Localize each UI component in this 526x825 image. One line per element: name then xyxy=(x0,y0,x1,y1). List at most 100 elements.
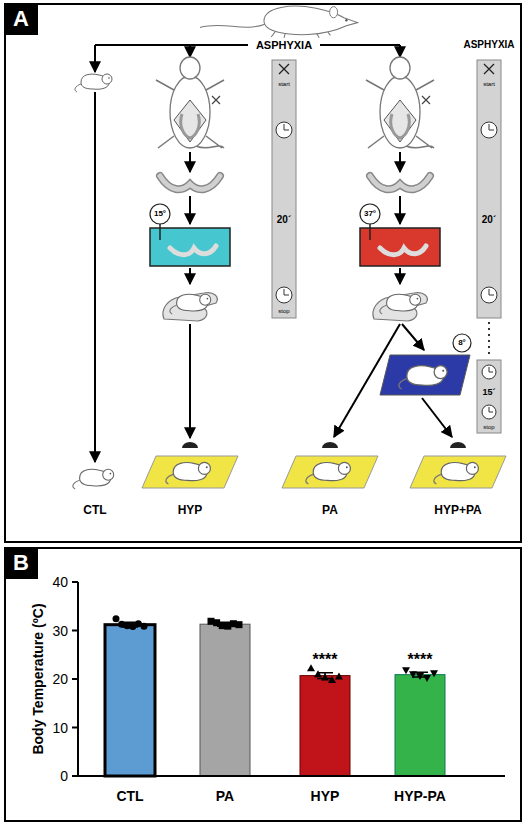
clock-icon xyxy=(482,405,496,419)
figure-label: HYP-PA xyxy=(394,789,446,803)
pup xyxy=(73,480,80,489)
scissors-icon xyxy=(484,64,494,74)
thermometer xyxy=(360,204,380,240)
pup xyxy=(399,379,407,389)
adult-rat xyxy=(264,6,358,35)
figure-label: 20´ xyxy=(482,215,496,225)
pup xyxy=(207,298,209,300)
thermometer xyxy=(159,223,161,240)
hand xyxy=(373,293,427,321)
flow-arrow xyxy=(422,398,452,437)
figure-label: 8° xyxy=(458,339,466,347)
pup xyxy=(434,366,447,379)
heating-pad xyxy=(410,456,506,488)
figure-label: **** xyxy=(408,652,433,668)
data-point xyxy=(113,615,120,622)
chart-axis xyxy=(72,582,505,776)
figure-label: start xyxy=(278,81,290,87)
figure-label: 20´ xyxy=(277,215,291,225)
data-point xyxy=(208,618,243,630)
clock-icon xyxy=(276,122,292,138)
pup xyxy=(166,462,210,484)
water-bath xyxy=(360,228,440,266)
timer-bar xyxy=(477,360,501,433)
uterus xyxy=(160,176,220,189)
opened-rat xyxy=(212,96,220,104)
data-point xyxy=(402,667,438,682)
figure-label: 30 xyxy=(52,624,68,638)
heating-pad xyxy=(282,456,378,488)
opened-rat xyxy=(384,100,416,142)
clock-icon xyxy=(489,124,494,130)
figure-label: **** xyxy=(313,652,338,668)
clock-icon xyxy=(482,365,496,379)
pup xyxy=(108,77,110,79)
flow-arrow xyxy=(189,45,191,57)
heating-pad xyxy=(410,456,506,488)
figure-label: ASPHYXIA xyxy=(460,40,517,50)
hand xyxy=(163,293,217,321)
data-point xyxy=(335,673,343,680)
clock-icon xyxy=(276,287,292,303)
clock-icon xyxy=(481,122,497,138)
pup xyxy=(410,294,421,305)
data-point xyxy=(113,615,148,630)
pup xyxy=(170,305,177,314)
opened-rat xyxy=(366,57,434,148)
panel-letter-box: B xyxy=(4,547,38,579)
chart-axis xyxy=(72,775,78,777)
temperature-bar xyxy=(300,676,350,776)
temperature-bar xyxy=(200,624,250,776)
opened-rat xyxy=(170,76,210,148)
pup xyxy=(442,370,444,372)
clock-icon xyxy=(489,407,493,412)
adult-rat xyxy=(330,7,338,18)
water-bath xyxy=(380,246,426,255)
pup xyxy=(474,466,476,468)
flow-line xyxy=(320,44,400,46)
hand xyxy=(163,293,217,321)
panel-letter-box: A xyxy=(4,3,38,35)
thermometer xyxy=(369,223,371,240)
figure-label: CTL xyxy=(116,789,143,803)
clock-icon xyxy=(489,367,493,372)
pup xyxy=(200,294,211,305)
pup xyxy=(110,473,112,475)
data-point xyxy=(314,670,322,677)
data-point xyxy=(430,670,438,677)
data-point xyxy=(321,674,329,681)
panel-letter: A xyxy=(13,8,29,30)
heating-pad xyxy=(142,456,238,488)
figure-label: Body Temperature (ºC) xyxy=(31,603,45,754)
timer-bar xyxy=(272,60,296,318)
data-point xyxy=(328,676,336,683)
opened-rat xyxy=(390,57,410,79)
pup xyxy=(466,462,478,474)
thermometer xyxy=(453,334,471,352)
pup xyxy=(434,474,441,484)
panel-letter: B xyxy=(13,552,29,574)
data-point xyxy=(416,673,424,680)
thermometer xyxy=(150,204,170,224)
chart-axis xyxy=(72,581,78,583)
flow-line xyxy=(95,44,248,46)
pup xyxy=(170,294,211,314)
flow-arrow xyxy=(189,196,191,224)
pup xyxy=(380,305,387,314)
pup xyxy=(338,462,350,474)
scissors-icon xyxy=(279,64,289,74)
figure-label: 15° xyxy=(154,210,166,218)
opened-rat xyxy=(174,100,206,142)
flow-arrow xyxy=(94,45,96,72)
pup xyxy=(75,84,81,92)
heat-lamp xyxy=(182,442,198,448)
figure-label: 0 xyxy=(60,769,68,783)
uterus xyxy=(370,176,430,189)
opened-rat xyxy=(156,57,224,148)
figure-label: HYP xyxy=(311,789,340,803)
figure-label: 15´ xyxy=(482,388,495,397)
water-bath xyxy=(360,228,440,266)
flow-arrow xyxy=(189,268,191,284)
